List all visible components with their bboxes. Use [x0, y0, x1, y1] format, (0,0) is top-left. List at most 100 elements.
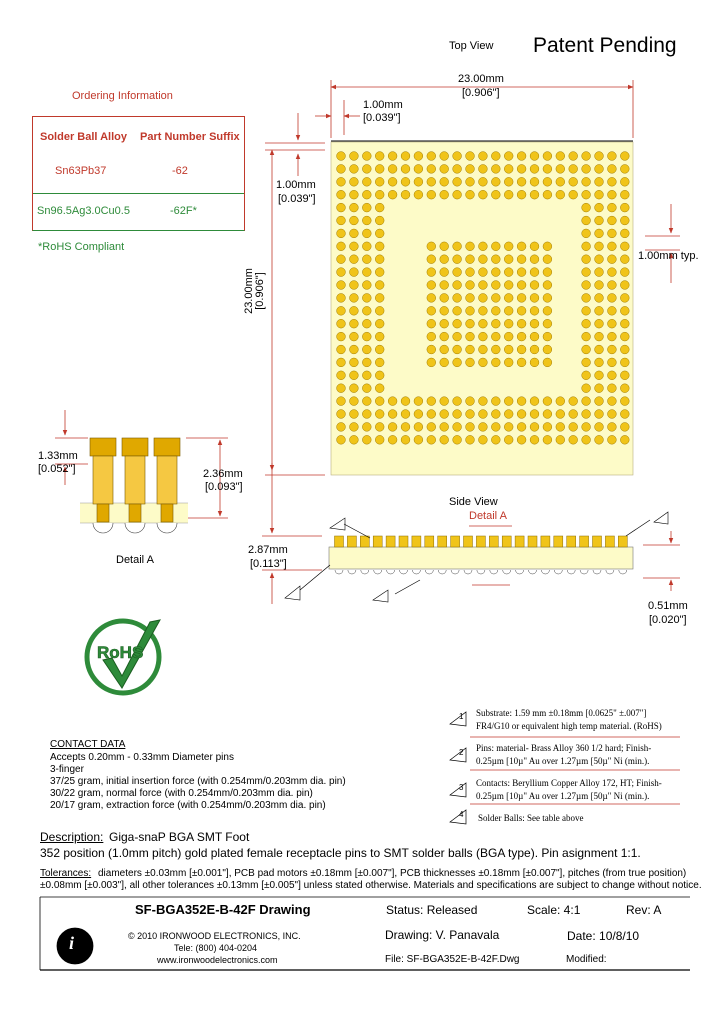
solder-ball: [594, 241, 604, 251]
solder-ball: [349, 215, 359, 226]
solder-ball: [491, 331, 501, 342]
solder-ball: [607, 331, 617, 342]
solder-ball: [504, 357, 514, 368]
solder-ball: [568, 435, 578, 445]
solder-ball: [491, 396, 501, 406]
solder-ball: [620, 267, 630, 277]
solder-ball: [452, 409, 462, 419]
solder-ball: [452, 280, 462, 290]
solder-ball: [504, 177, 514, 187]
solder-ball: [362, 280, 372, 290]
solder-ball: [542, 306, 553, 316]
side-ball: [489, 569, 499, 575]
solder-ball: [452, 293, 462, 303]
solder-ball: [465, 151, 475, 161]
solder-ball: [620, 435, 630, 445]
contact-line-1: Accepts 0.20mm - 0.33mm Diameter pins: [50, 752, 234, 763]
solder-ball: [349, 319, 359, 329]
solder-ball: [387, 396, 398, 406]
solder-ball: [594, 370, 604, 380]
note-num-3: 3: [459, 783, 464, 792]
solder-ball: [607, 383, 617, 393]
solder-ball: [452, 344, 462, 355]
dim-pin-top-mm: 1.33mm: [38, 450, 78, 462]
solder-ball: [594, 280, 604, 290]
solder-ball: [349, 293, 359, 303]
solder-ball: [452, 190, 462, 200]
solder-ball: [529, 293, 540, 303]
solder-ball: [478, 319, 488, 329]
solder-ball: [478, 151, 488, 161]
side-view-detail: Detail A: [469, 510, 507, 522]
copyright: © 2010 IRONWOOD ELECTRONICS, INC.: [128, 931, 301, 941]
side-pin: [437, 535, 447, 548]
dim-offset-mm: 1.00mm: [363, 99, 403, 111]
solder-ball: [452, 331, 462, 342]
solder-ball: [362, 396, 372, 406]
dim-pin-height-mm: 2.36mm: [203, 468, 243, 480]
solder-ball: [478, 293, 488, 303]
solder-ball: [426, 435, 436, 445]
solder-ball: [542, 396, 553, 406]
solder-ball: [375, 151, 385, 161]
solder-ball: [439, 396, 449, 406]
solder-ball: [387, 409, 398, 419]
pin-foot: [96, 503, 110, 523]
side-view-drawing: [284, 511, 669, 603]
side-pin: [360, 535, 370, 548]
side-pin: [398, 535, 409, 548]
solder-ball: [607, 190, 617, 200]
side-pin: [514, 535, 525, 548]
solder-ball: [478, 422, 488, 432]
pin-foot: [160, 503, 174, 523]
solder-ball: [478, 190, 488, 200]
solder-ball: [620, 422, 630, 432]
website-link[interactable]: www.ironwoodelectronics.com: [157, 955, 278, 965]
solder-ball: [336, 177, 346, 187]
solder-ball: [349, 241, 359, 251]
revision: Rev: A: [626, 903, 662, 917]
solder-ball: [375, 344, 385, 355]
contact-line-5: 20/17 gram, extraction force (with 0.254…: [50, 800, 326, 811]
solder-ball: [620, 254, 630, 264]
scale: Scale: 4:1: [527, 903, 581, 917]
solder-ball: [439, 357, 449, 368]
solder-ball: [375, 241, 385, 251]
solder-ball: [336, 228, 346, 239]
solder-ball: [529, 422, 540, 432]
dim-side-height-in: [0.113"]: [250, 558, 287, 570]
solder-ball: [336, 422, 346, 432]
solder-ball: [581, 344, 591, 355]
solder-ball: [568, 422, 578, 432]
solder-ball: [620, 190, 630, 200]
solder-ball: [452, 357, 462, 368]
solder-ball: [349, 228, 359, 239]
solder-ball: [620, 151, 630, 161]
solder-ball: [465, 435, 475, 445]
solder-ball: [426, 280, 436, 290]
solder-ball: [516, 409, 527, 419]
side-pin: [476, 535, 486, 548]
solder-ball: [620, 409, 630, 419]
solder-ball: [375, 190, 385, 200]
solder-ball: [375, 202, 385, 213]
solder-ball: [491, 190, 501, 200]
solder-ball: [362, 409, 372, 419]
solder-ball: [349, 422, 359, 432]
side-ball: [618, 569, 628, 575]
solder-ball: [413, 422, 424, 432]
solder-ball: [607, 228, 617, 239]
solder-ball: [336, 202, 346, 213]
solder-ball: [568, 190, 578, 200]
solder-ball: [439, 293, 449, 303]
detail-a-label: Detail A: [116, 554, 154, 566]
solder-ball: [375, 370, 385, 380]
solder-ball: [491, 409, 501, 419]
solder-ball: [555, 435, 565, 445]
solder-ball: [529, 357, 540, 368]
solder-ball: [439, 422, 449, 432]
note-2-line-1: Pins: material- Brass Alloy 360 1/2 hard…: [476, 743, 652, 753]
description-text: 352 position (1.0mm pitch) gold plated f…: [40, 846, 641, 860]
solder-ball: [607, 280, 617, 290]
solder-ball: [555, 409, 565, 419]
